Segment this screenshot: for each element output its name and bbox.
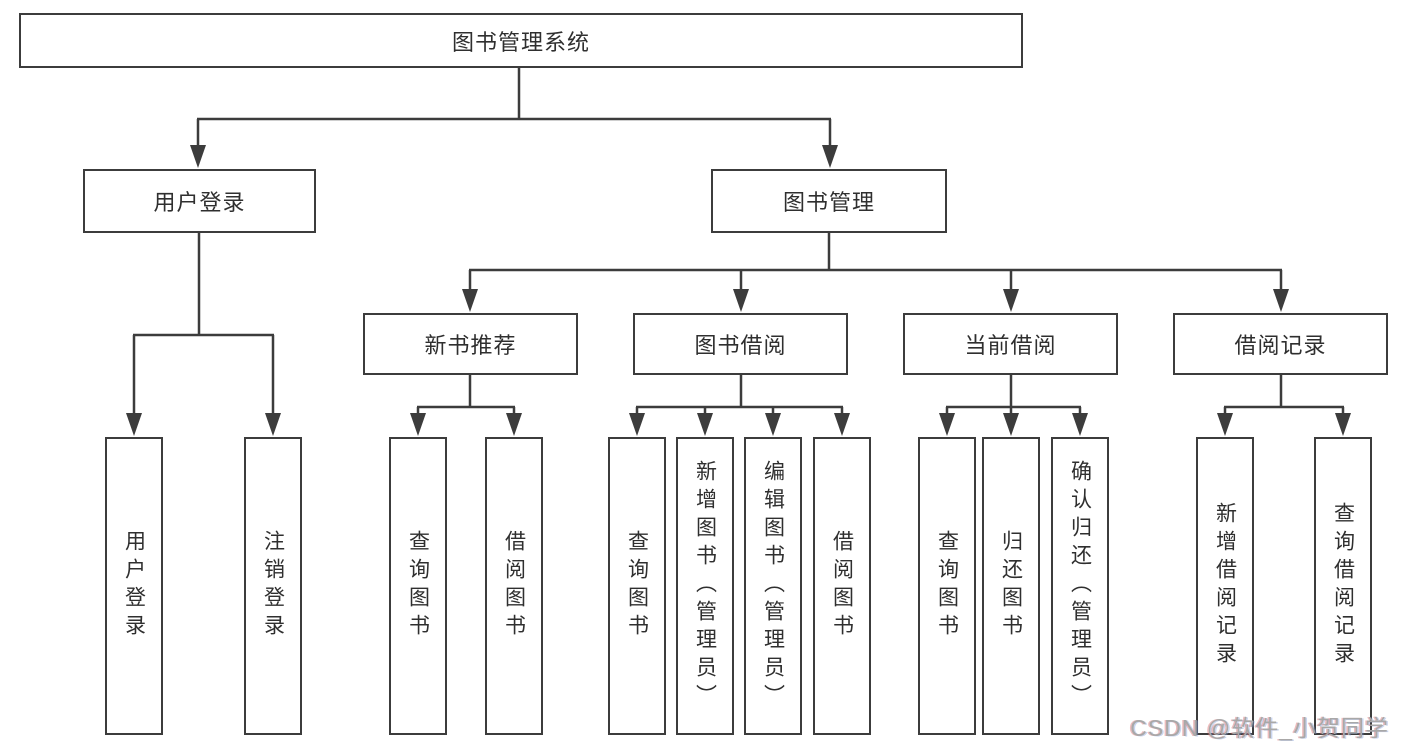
node-new-book-recommend: 新书推荐 — [363, 313, 578, 375]
leaf-query-book-recommend: 查询图书 — [389, 437, 447, 735]
leaf-query-borrow-record: 查询借阅记录 — [1314, 437, 1372, 735]
node-book-borrow: 图书借阅 — [633, 313, 848, 375]
leaf-query-book-borrow: 查询图书 — [608, 437, 666, 735]
node-library-management-system: 图书管理系统 — [19, 13, 1023, 68]
leaf-borrow-book-recommend: 借阅图书 — [485, 437, 543, 735]
leaf-confirm-return-admin: 确认归还（管理员） — [1051, 437, 1109, 735]
leaf-logout: 注销登录 — [244, 437, 302, 735]
node-borrow-records: 借阅记录 — [1173, 313, 1388, 375]
node-current-borrow: 当前借阅 — [903, 313, 1118, 375]
leaf-add-book-admin: 新增图书（管理员） — [676, 437, 734, 735]
leaf-borrow-book: 借阅图书 — [813, 437, 871, 735]
leaf-query-book-current: 查询图书 — [918, 437, 976, 735]
leaf-edit-book-admin: 编辑图书（管理员） — [744, 437, 802, 735]
node-book-management: 图书管理 — [711, 169, 947, 233]
leaf-add-borrow-record: 新增借阅记录 — [1196, 437, 1254, 735]
node-user-login: 用户登录 — [83, 169, 316, 233]
leaf-user-login: 用户登录 — [105, 437, 163, 735]
leaf-return-book: 归还图书 — [982, 437, 1040, 735]
